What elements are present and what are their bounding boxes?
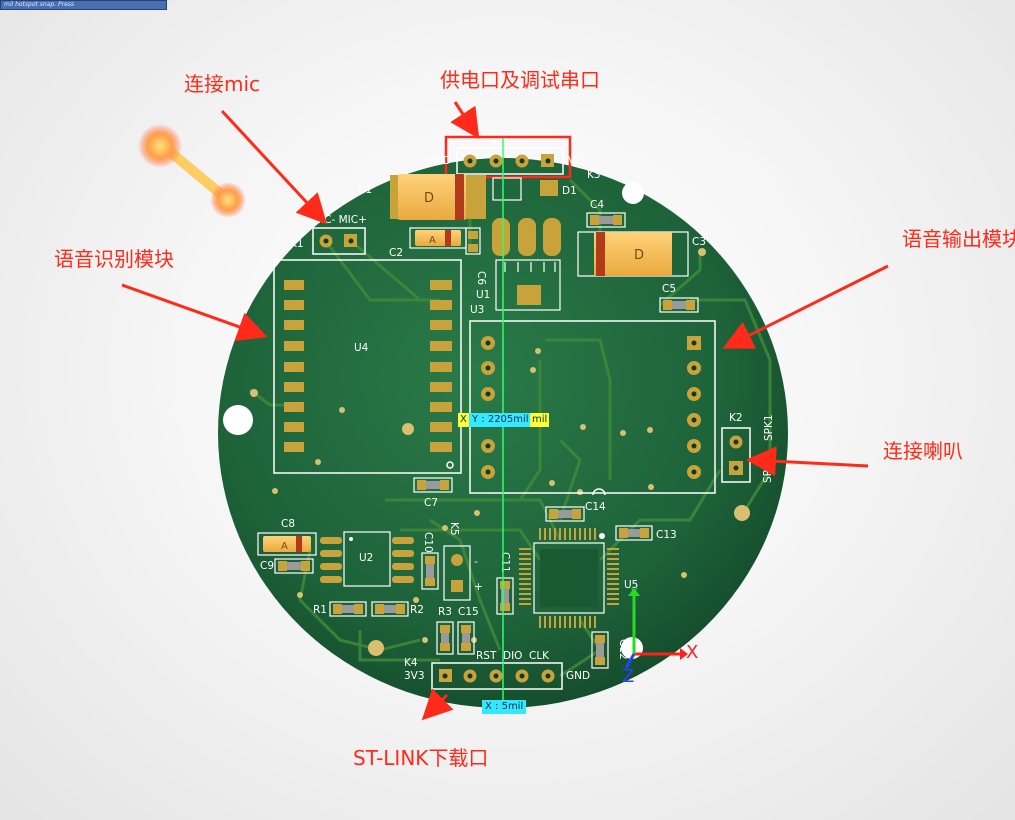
silk-c13: C13 bbox=[656, 529, 677, 541]
connector-k5 bbox=[443, 545, 471, 601]
diode-d1 bbox=[492, 177, 558, 201]
silk-t: T bbox=[517, 139, 523, 147]
y-readout-suffix: mil bbox=[530, 413, 550, 427]
y-readout: Y : 2205mil bbox=[469, 413, 532, 427]
smd-passives bbox=[274, 212, 699, 669]
silk-r2: R2 bbox=[410, 604, 424, 616]
capacitor-c8 bbox=[257, 532, 317, 556]
capacitor-c2 bbox=[409, 227, 467, 249]
silk-vcc: VCC bbox=[568, 155, 590, 167]
silk-r3: R3 bbox=[438, 606, 452, 618]
silk-u3: U3 bbox=[470, 304, 484, 316]
silk-rst: RST bbox=[476, 650, 497, 662]
silk-c6: C6 bbox=[475, 271, 487, 285]
silk-c4: C4 bbox=[590, 199, 604, 211]
axis-y-label: Y bbox=[630, 586, 638, 599]
silk-r: R bbox=[492, 139, 497, 147]
silk-u1: U1 bbox=[476, 289, 490, 301]
silk-c15: C15 bbox=[458, 606, 479, 618]
label-stlink: ST-LINK下载口 bbox=[353, 746, 489, 770]
arrow-voice-rec bbox=[121, 283, 268, 342]
voice-recognition-module-u4 bbox=[273, 259, 462, 474]
silk-k5: K5 bbox=[448, 522, 460, 536]
axis-z-label: Z bbox=[622, 666, 634, 687]
silk-c9: C9 bbox=[260, 560, 274, 572]
power-debug-header bbox=[456, 147, 564, 175]
tant-c2-mark: A bbox=[429, 235, 436, 246]
silk-c3: C3 bbox=[692, 236, 706, 248]
silk-c11: C11 bbox=[499, 552, 511, 573]
annotation-arrows bbox=[121, 101, 889, 721]
tant-c8-mark: A bbox=[281, 541, 288, 552]
silk-k4: K4 bbox=[404, 657, 418, 669]
toolbar-hint: mil hotspot snap. Press bbox=[0, 0, 167, 10]
arrow-mic bbox=[220, 109, 328, 225]
silk-clk: CLK bbox=[529, 650, 550, 662]
tantalum-markings: D D A A bbox=[281, 191, 644, 552]
arrow-speaker bbox=[746, 446, 869, 477]
silk-r1: R1 bbox=[313, 604, 327, 616]
silk-u4: U4 bbox=[354, 342, 369, 354]
mic-connector-k1 bbox=[312, 227, 366, 255]
view-cursor-glyph bbox=[138, 124, 246, 218]
ic-u2 bbox=[320, 531, 414, 587]
silkscreen-labels: GND R T VCC C1 D1 K3 C4 MIC- MIC+ K1 C2 … bbox=[260, 139, 775, 682]
stlink-header-k4 bbox=[431, 662, 563, 690]
silk-3v3: 3V3 bbox=[404, 670, 425, 682]
y-readout-prefix: X bbox=[458, 413, 469, 427]
silk-u5: U5 bbox=[624, 579, 638, 591]
silk-gnd-top: GND bbox=[427, 155, 451, 167]
axis-x-label: X bbox=[686, 642, 698, 663]
silk-gnd-bottom: GND bbox=[566, 670, 590, 682]
silk-c7: C7 bbox=[424, 497, 438, 509]
silk-c14: C14 bbox=[585, 501, 606, 513]
crystal-u1 bbox=[492, 218, 561, 311]
label-voice-output: 语音输出模块 bbox=[902, 227, 1015, 251]
silk-c5: C5 bbox=[662, 283, 676, 295]
silk-c8: C8 bbox=[281, 518, 295, 530]
silk-k1: K1 bbox=[290, 238, 304, 250]
silk-minus: - bbox=[474, 556, 478, 568]
tant-c3-mark: D bbox=[634, 248, 644, 263]
silk-k2: K2 bbox=[729, 412, 743, 424]
silk-spk1: SPK1 bbox=[763, 414, 775, 441]
capacitor-c3 bbox=[577, 231, 689, 277]
silk-c2: C2 bbox=[389, 247, 403, 259]
label-voice-recognition: 语音识别模块 bbox=[54, 247, 174, 271]
silk-k3: K3 bbox=[587, 169, 601, 181]
capacitor-c1 bbox=[390, 174, 486, 220]
axis-gizmo: X Y Z bbox=[622, 586, 698, 687]
silk-dio: DIO bbox=[503, 650, 522, 662]
silk-plus: + bbox=[474, 581, 483, 593]
arrow-voice-out bbox=[722, 264, 889, 349]
tant-c1-mark: D bbox=[424, 191, 434, 206]
label-mic: 连接mic bbox=[184, 72, 261, 96]
silk-c1: C1 bbox=[358, 184, 372, 196]
arrow-power bbox=[450, 101, 480, 140]
silk-c10: C10 bbox=[422, 532, 434, 553]
silk-u2: U2 bbox=[359, 552, 373, 564]
mcu-u5 bbox=[519, 528, 619, 628]
silk-c12: C12 bbox=[617, 639, 629, 660]
label-speaker: 连接喇叭 bbox=[883, 439, 963, 463]
highlight-box bbox=[444, 135, 572, 179]
arrow-stlink bbox=[421, 688, 454, 721]
label-power: 供电口及调试串口 bbox=[440, 68, 600, 92]
x-readout: X : 5mil bbox=[482, 700, 527, 714]
silk-d1: D1 bbox=[562, 185, 577, 197]
